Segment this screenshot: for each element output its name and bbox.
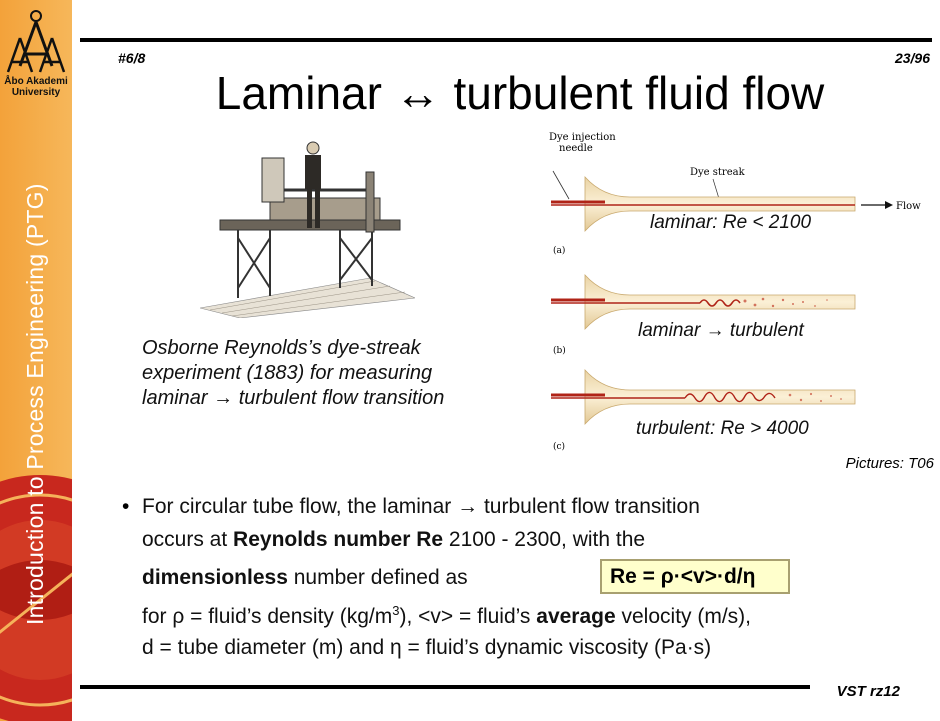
superscript: 3 (392, 603, 400, 618)
course-title: Introduction to Process Engineering (PTG… (22, 183, 48, 625)
text-span: ), <v> = fluid’s (399, 605, 537, 628)
body-line-2: occurs at Reynolds number Re 2100 - 2300… (142, 528, 645, 552)
body-line-3: dimensionless number defined as (142, 566, 468, 590)
text-span: occurs at (142, 528, 234, 551)
panel-a-label: (a) (553, 245, 565, 256)
reynolds-formula: Re = ρ·<v>·d/η (600, 559, 790, 594)
slide-section-number: #6/8 (118, 50, 146, 66)
body-line-1: For circular tube flow, the laminar → tu… (142, 495, 700, 518)
caption-line: experiment (1883) for measuring (142, 362, 433, 384)
laminar-label: laminar: Re < 2100 (650, 212, 812, 233)
university-seal-icon (0, 475, 72, 721)
reynolds-number-term: Reynolds number Re (233, 528, 444, 551)
flow-label: Flow (896, 201, 921, 212)
pictures-credit: Pictures: T06 (845, 455, 934, 472)
bottom-rule (80, 685, 810, 689)
caption-line: laminar → turbulent flow transition (142, 387, 445, 409)
reynolds-apparatus-illustration (200, 141, 415, 318)
university-name: Åbo Akademi University (4, 76, 68, 98)
text-span: 2100 - 2300, with the (443, 528, 646, 551)
dimensionless-term: dimensionless (142, 566, 288, 589)
reynolds-caption: Osborne Reynolds’s dye-streak experiment… (142, 336, 444, 411)
panel-b-label: (b) (553, 345, 566, 356)
transition-label: laminar → turbulent (638, 320, 804, 341)
dye-streak-figure: Dye injection needle Dye streak Flow (a)… (549, 132, 921, 452)
footer-text: VST rz12 (836, 683, 900, 700)
sidebar: Åbo Akademi University Introduction to P… (0, 0, 72, 721)
text-span: number defined as (287, 566, 468, 589)
slide-page-number: 23/96 (894, 50, 930, 66)
bullet-marker: • (122, 495, 130, 518)
needle-label-line1: Dye injection (549, 132, 616, 143)
panel-c-label: (c) (553, 441, 565, 452)
needle-label-line2: needle (559, 143, 593, 154)
page-title: Laminar ↔ turbulent fluid flow (215, 67, 825, 119)
body-line-4: for ρ = fluid’s density (kg/m3), <v> = f… (142, 603, 751, 629)
text-span: velocity (m/s), (615, 605, 752, 628)
caption-line: Osborne Reynolds’s dye-streak (142, 337, 421, 359)
top-rule (80, 38, 932, 42)
text-span: for ρ = fluid’s density (kg/m (142, 605, 393, 628)
streak-label: Dye streak (690, 167, 746, 178)
abo-akademi-logo-icon (6, 10, 66, 73)
average-term: average (536, 605, 616, 628)
body-line-5: d = tube diameter (m) and η = fluid’s dy… (142, 636, 712, 659)
turbulent-label: turbulent: Re > 4000 (636, 418, 809, 439)
